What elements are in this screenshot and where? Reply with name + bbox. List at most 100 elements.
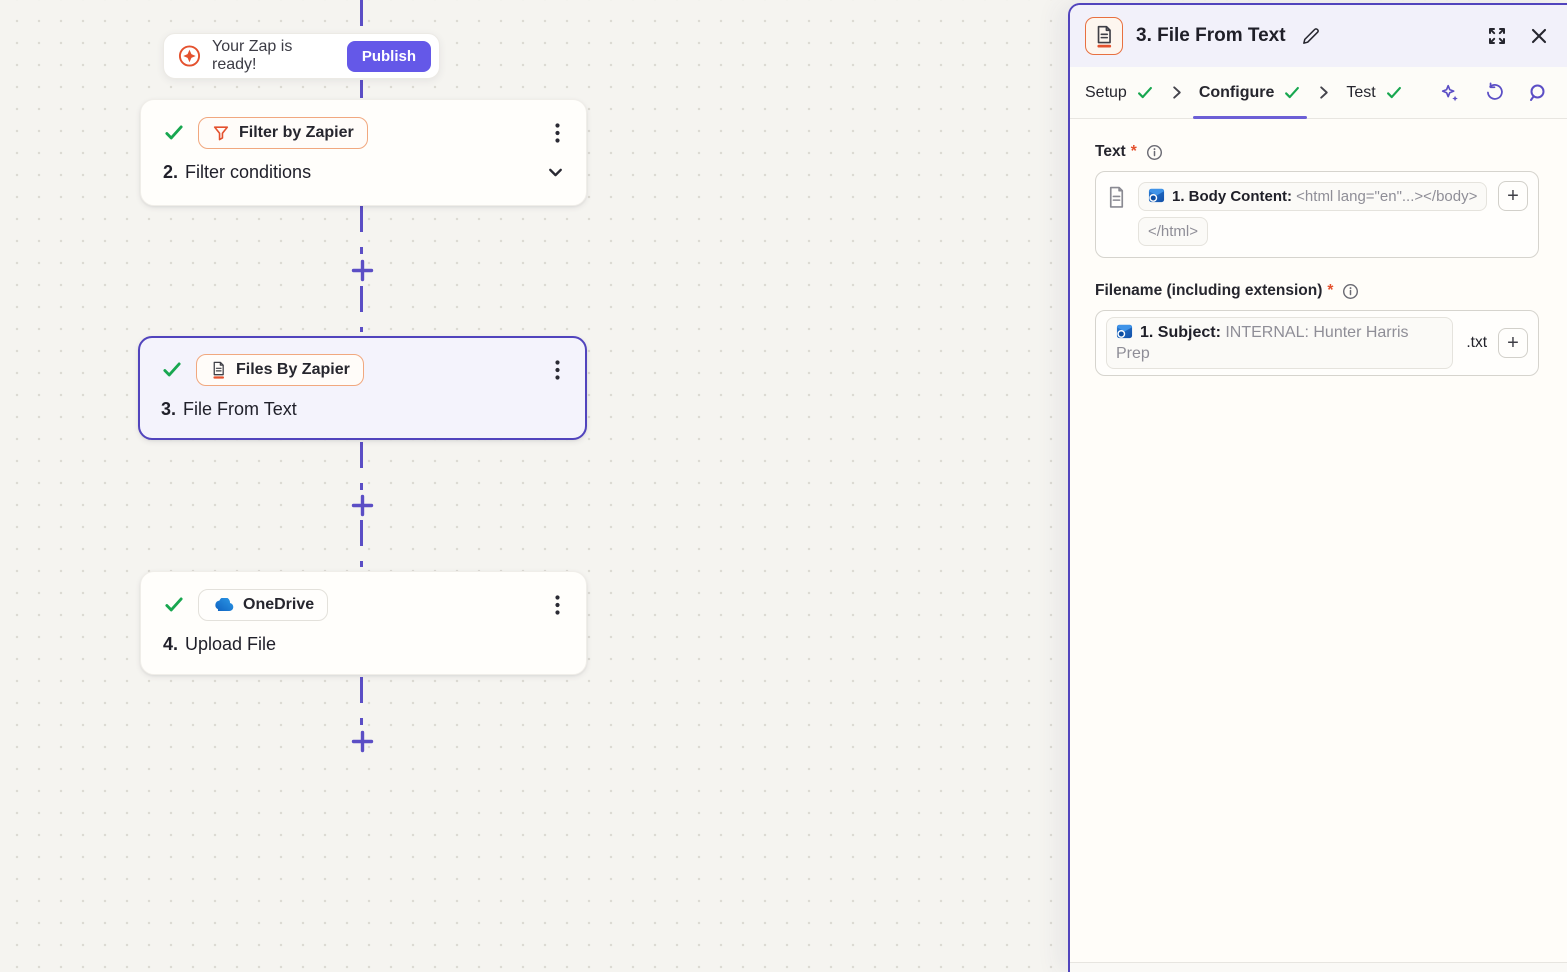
edit-step-title-button[interactable]: [1299, 25, 1322, 48]
token-value: INTERNAL: Hunter Harris Prep: [1116, 324, 1409, 362]
app-pill-label: Filter by Zapier: [239, 124, 354, 141]
panel-footer: [1070, 962, 1567, 972]
filename-suffix: .txt: [1466, 334, 1487, 351]
ai-sparkle-icon: [1441, 84, 1458, 101]
required-mark: *: [1327, 282, 1334, 299]
add-step-button[interactable]: [350, 258, 375, 283]
token-source-label: 1. Body Content:: [1172, 188, 1292, 205]
step-number: 3.: [161, 399, 177, 419]
step-card-upload-file[interactable]: OneDrive 4. Upload File: [140, 571, 587, 675]
step-success-check-icon: [165, 597, 183, 612]
connector-line: [360, 286, 363, 332]
tab-check-icon: [1285, 86, 1300, 98]
step-title: File From Text: [183, 399, 297, 419]
connector-line: [360, 442, 363, 490]
search-button[interactable]: [1526, 81, 1550, 105]
text-input[interactable]: 1. Body Content: <html lang="en"...></bo…: [1095, 171, 1539, 258]
expand-panel-button[interactable]: [1485, 24, 1509, 48]
connector-line: [360, 206, 363, 254]
chevron-down-icon: [549, 168, 562, 177]
info-icon[interactable]: [1146, 144, 1163, 161]
collapse-step-button[interactable]: [545, 162, 566, 183]
outlook-icon: [1148, 184, 1165, 216]
step-title: Upload File: [185, 634, 277, 654]
app-pill-label: Files By Zapier: [236, 361, 350, 378]
step-card-filter-conditions[interactable]: Filter by Zapier 2. Filter conditions: [140, 99, 587, 206]
close-panel-button[interactable]: [1528, 25, 1550, 47]
app-pill-label: OneDrive: [243, 596, 315, 613]
step-menu-button[interactable]: [549, 356, 566, 384]
files-by-zapier-icon: [213, 361, 225, 379]
add-step-button[interactable]: [350, 729, 375, 754]
search-icon: [1530, 84, 1545, 101]
undo-refresh-icon: [1487, 82, 1503, 100]
plus-icon: [351, 494, 374, 517]
required-mark: *: [1130, 143, 1137, 160]
token-area: 1. Body Content: <html lang="en"...></bo…: [1138, 181, 1488, 248]
files-by-zapier-icon: [1085, 17, 1123, 55]
tab-setup[interactable]: Setup: [1085, 67, 1154, 118]
ai-copilot-button[interactable]: [1437, 80, 1463, 106]
onedrive-icon: [215, 597, 234, 611]
refresh-button[interactable]: [1482, 80, 1507, 105]
chevron-right-icon: [1316, 85, 1331, 100]
close-icon: [1531, 28, 1547, 44]
outlook-icon: [1116, 323, 1133, 345]
panel-tabs: Setup Configure Test: [1070, 67, 1567, 119]
document-icon: [1106, 181, 1127, 209]
field-text: Text * 1. Body Content: <html lang="en".…: [1095, 143, 1539, 258]
chevron-right-icon: [1169, 85, 1184, 100]
tab-configure[interactable]: Configure: [1192, 67, 1307, 119]
token-value: <html lang="en"...></body>: [1296, 188, 1478, 205]
field-label-text: Text: [1095, 143, 1126, 160]
tab-label: Test: [1346, 83, 1376, 101]
publish-button[interactable]: Publish: [346, 40, 431, 72]
filter-icon: [213, 126, 229, 141]
plus-icon: [351, 730, 374, 753]
filename-input[interactable]: 1. Subject: INTERNAL: Hunter Harris Prep…: [1095, 310, 1539, 376]
toast-message: Your Zap is ready!: [211, 38, 293, 73]
kebab-menu-icon: [555, 595, 560, 615]
zap-ready-icon: [178, 45, 201, 67]
mapped-field-token-subject[interactable]: 1. Subject: INTERNAL: Hunter Harris Prep: [1106, 317, 1454, 369]
panel-header: 3. File From Text: [1070, 5, 1567, 67]
configure-form: Text * 1. Body Content: <html lang="en".…: [1070, 119, 1567, 962]
tab-test[interactable]: Test: [1346, 67, 1402, 118]
insert-data-button[interactable]: +: [1498, 328, 1528, 358]
step-menu-button[interactable]: [549, 591, 566, 619]
pencil-icon: [1302, 27, 1319, 44]
mapped-field-token-body-content[interactable]: 1. Body Content: <html lang="en"...></bo…: [1138, 182, 1488, 246]
connector-line: [360, 80, 363, 98]
connector-line: [360, 677, 363, 725]
tab-check-icon: [1137, 86, 1152, 98]
tab-label: Setup: [1085, 83, 1127, 101]
field-filename: Filename (including extension) * 1. Subj…: [1095, 282, 1539, 376]
step-title: Filter conditions: [185, 162, 312, 182]
step-card-file-from-text[interactable]: Files By Zapier 3. File From Text: [138, 336, 587, 440]
insert-data-button[interactable]: +: [1498, 181, 1528, 211]
field-label-text: Filename (including extension): [1095, 282, 1323, 299]
step-success-check-icon: [165, 125, 183, 140]
app-pill-filter-by-zapier[interactable]: Filter by Zapier: [198, 117, 368, 149]
tab-label: Configure: [1198, 83, 1275, 101]
app-pill-onedrive[interactable]: OneDrive: [198, 589, 329, 621]
connector-line: [360, 0, 363, 32]
plus-icon: [351, 259, 374, 282]
add-step-button[interactable]: [350, 493, 375, 518]
step-menu-button[interactable]: [549, 119, 566, 147]
token-value-wrap: </html>: [1148, 223, 1199, 240]
step-success-check-icon: [163, 362, 181, 377]
step-config-panel: 3. File From Text Setup: [1068, 3, 1567, 972]
kebab-menu-icon: [555, 123, 560, 143]
connector-line: [360, 520, 363, 567]
zap-ready-toast: Your Zap is ready! Publish: [163, 33, 440, 79]
panel-step-title: 3. File From Text: [1136, 25, 1286, 46]
kebab-menu-icon: [555, 360, 560, 380]
info-icon[interactable]: [1342, 283, 1359, 300]
step-number: 2.: [163, 162, 179, 182]
step-number: 4.: [163, 634, 179, 654]
expand-icon: [1489, 28, 1505, 44]
tab-check-icon: [1386, 86, 1401, 98]
token-source-label: 1. Subject:: [1140, 324, 1221, 341]
app-pill-files-by-zapier[interactable]: Files By Zapier: [196, 354, 364, 386]
